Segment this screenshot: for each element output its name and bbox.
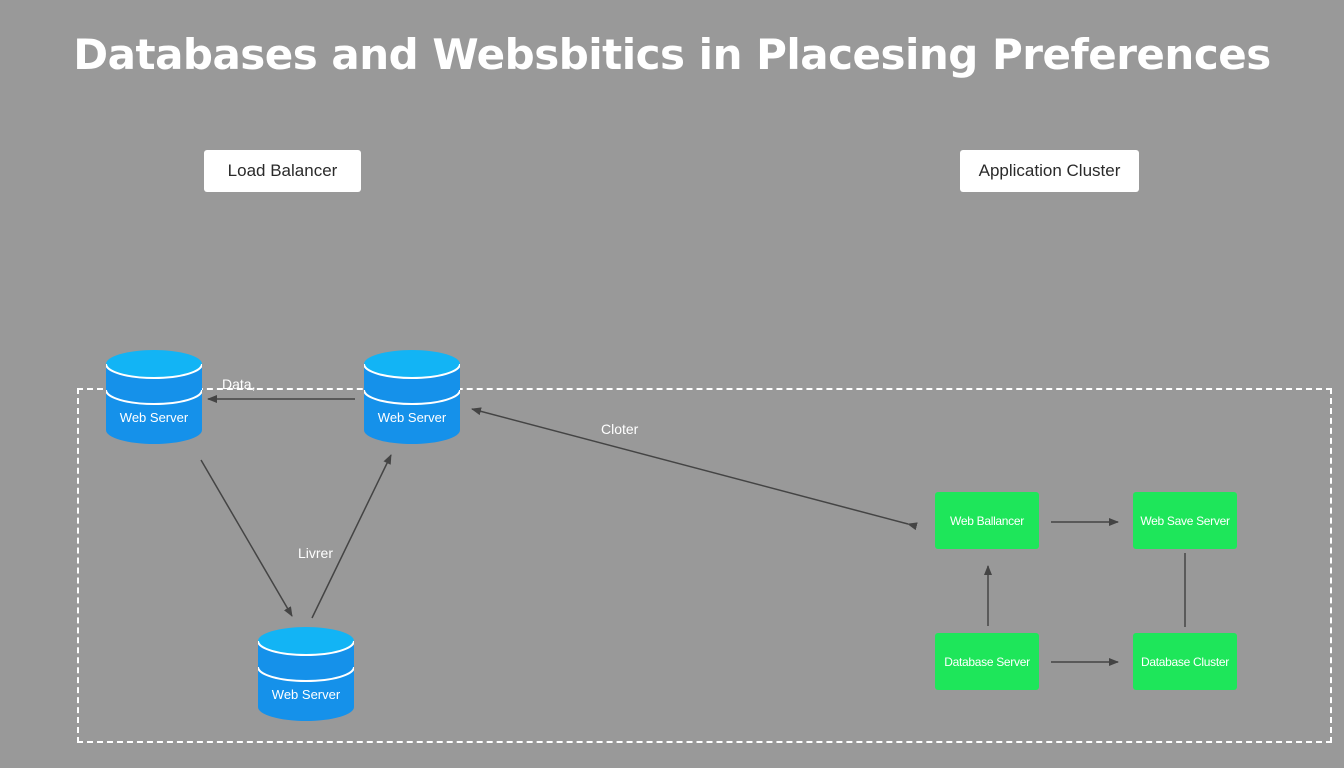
edge-db2-cluster [471, 407, 918, 531]
database-web-server-2[interactable]: Web Server [364, 350, 460, 444]
database-web-server-3[interactable]: Web Server [258, 627, 354, 721]
node-web-save-server[interactable]: Web Save Server [1133, 492, 1237, 549]
database-label: Web Server [119, 410, 189, 425]
edge-label-data: Data, [222, 376, 256, 392]
page-title: Databases and Websbitics in Placesing Pr… [73, 30, 1271, 79]
edge-db3-db2 [311, 454, 392, 619]
database-label: Web Server [271, 687, 341, 702]
database-web-server-1[interactable]: Web Server [106, 350, 202, 444]
edge-db1-db3 [200, 459, 293, 617]
database-icon [258, 627, 354, 721]
node-database-server[interactable]: Database Server [935, 633, 1039, 690]
database-label: Web Server [377, 410, 447, 425]
edge-label-livrer: Livrer [298, 545, 334, 561]
application-cluster-label: Application Cluster [960, 150, 1139, 192]
cluster-boundary [77, 388, 1332, 743]
node-web-ballancer[interactable]: Web Ballancer [935, 492, 1039, 549]
edge-label-cloter: Cloter [601, 421, 639, 437]
load-balancer-label: Load Balancer [204, 150, 361, 192]
database-icon [364, 350, 460, 444]
node-database-cluster[interactable]: Database Cluster [1133, 633, 1237, 690]
database-icon [106, 350, 202, 444]
